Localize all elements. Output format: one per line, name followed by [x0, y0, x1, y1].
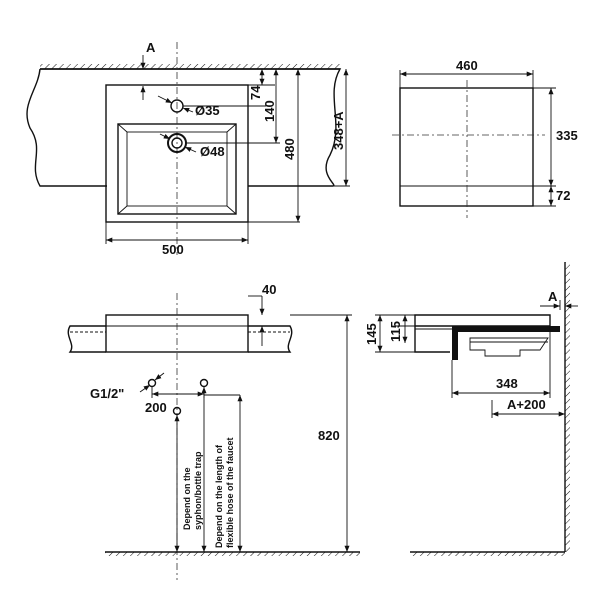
trap-outlet [172, 406, 182, 416]
cabinet-outline [399, 87, 534, 207]
label-348a: 348+A [331, 111, 346, 150]
label-348: 348 [496, 376, 518, 391]
label-460: 460 [456, 58, 478, 73]
front-countertop [67, 325, 293, 353]
front-view: 40 G1/2" 200 Depend on the syphon/bottle… [67, 282, 360, 580]
label-500: 500 [162, 242, 184, 257]
label-480: 480 [282, 138, 297, 160]
label-820: 820 [318, 428, 340, 443]
side-basin-profile [414, 314, 551, 353]
top-wall-hatch [40, 64, 340, 69]
drain-inner [171, 137, 183, 149]
label-140: 140 [262, 100, 277, 122]
label-74: 74 [248, 85, 263, 100]
side-cabinet-profile [452, 326, 560, 360]
label-335: 335 [556, 128, 578, 143]
cabinet-view: 460 335 72 [392, 58, 578, 218]
label-a200: A+200 [507, 397, 546, 412]
side-view: A 145 115 348 A+200 [364, 262, 578, 556]
label-115: 115 [388, 321, 403, 342]
note-trap: Depend on the syphon/bottle trap [182, 451, 203, 530]
valve-right [199, 378, 209, 388]
side-bowl [469, 337, 549, 357]
label-tap-diameter: Ø35 [195, 103, 220, 118]
note-hose: Depend on the length of flexible hose of… [214, 437, 235, 548]
label-200: 200 [145, 400, 167, 415]
label-a-top: A [146, 40, 156, 55]
label-145: 145 [364, 323, 379, 345]
label-drain-diameter: Ø48 [200, 144, 225, 159]
label-40: 40 [262, 282, 276, 297]
label-a-side: A [548, 289, 558, 304]
top-view: Ø35 Ø48 A 74 140 480 348+A 500 [26, 40, 350, 257]
label-g12: G1/2" [90, 386, 124, 401]
top-countertop-outline [26, 68, 342, 187]
label-72: 72 [556, 188, 570, 203]
